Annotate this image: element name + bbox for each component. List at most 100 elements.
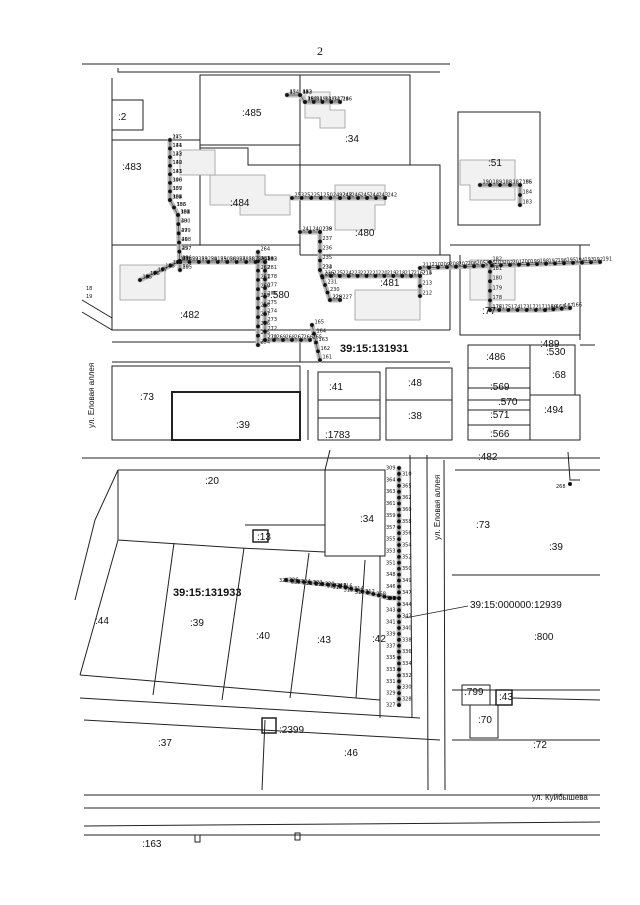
survey-point-label: 174 bbox=[511, 305, 521, 311]
survey-point bbox=[290, 196, 294, 200]
survey-point bbox=[328, 298, 332, 302]
survey-point bbox=[308, 230, 312, 234]
survey-point-label: 162 bbox=[321, 346, 331, 352]
parcel-boundary bbox=[459, 255, 580, 336]
survey-point bbox=[376, 593, 381, 598]
survey-point-label: 351 bbox=[386, 560, 396, 566]
survey-point-label: 182 bbox=[493, 257, 503, 263]
survey-point bbox=[388, 596, 392, 600]
parcel-label: :43 bbox=[499, 692, 513, 703]
survey-point bbox=[543, 308, 547, 312]
survey-point-label: 294 bbox=[183, 257, 193, 263]
survey-point-label: 152 bbox=[303, 90, 313, 96]
survey-point-label: 31 bbox=[316, 97, 322, 103]
survey-point-label: 180 bbox=[493, 276, 503, 282]
survey-point-label: 203 bbox=[495, 260, 505, 266]
survey-point-label: 143 bbox=[173, 152, 183, 158]
survey-point-label: 142 bbox=[173, 160, 183, 166]
survey-point-label: 327 bbox=[386, 703, 396, 709]
survey-point bbox=[481, 264, 485, 268]
survey-point-label: 144 bbox=[173, 143, 183, 149]
parcel-boundary bbox=[300, 164, 441, 255]
survey-point-label: 53 bbox=[201, 257, 207, 263]
parcel-label: :800 bbox=[534, 632, 554, 643]
parcel-label: :13 bbox=[257, 532, 271, 543]
survey-point-label: 276 bbox=[268, 291, 278, 297]
survey-point-label: 179 bbox=[493, 285, 503, 291]
survey-point bbox=[544, 261, 548, 266]
utility-route bbox=[177, 259, 313, 343]
page-number: 2 bbox=[317, 44, 323, 58]
survey-point-label: 48 bbox=[181, 219, 187, 225]
survey-point-label: 150 bbox=[308, 97, 318, 103]
survey-point-label: 189 bbox=[493, 180, 503, 186]
survey-point-label: 51 bbox=[183, 257, 189, 263]
parcel-label: :73 bbox=[476, 520, 490, 531]
survey-point-label: 262 bbox=[261, 265, 271, 271]
survey-point-label: 32 bbox=[334, 97, 340, 103]
survey-point bbox=[517, 262, 521, 267]
survey-point bbox=[263, 312, 267, 316]
survey-point-label: 364 bbox=[386, 477, 396, 483]
survey-point-label: 355 bbox=[386, 537, 396, 543]
survey-point bbox=[518, 203, 522, 207]
parcel-label: :570 bbox=[498, 397, 518, 408]
survey-point-label: 194 bbox=[576, 257, 586, 263]
survey-point bbox=[409, 274, 413, 278]
survey-point bbox=[234, 260, 239, 264]
survey-point bbox=[397, 632, 401, 636]
survey-point bbox=[263, 286, 267, 290]
survey-point bbox=[472, 264, 476, 269]
survey-point-label: 212 bbox=[423, 291, 433, 297]
parcel-label: :40 bbox=[256, 631, 270, 642]
parcel-boundary bbox=[567, 451, 580, 481]
survey-point bbox=[508, 183, 512, 187]
survey-point bbox=[488, 279, 492, 284]
survey-point-label: 42 bbox=[303, 90, 309, 96]
survey-point-label: 250 bbox=[323, 193, 333, 199]
survey-point-label: 52 bbox=[192, 257, 198, 263]
survey-point bbox=[256, 324, 260, 329]
survey-point-label: 47 bbox=[181, 228, 187, 234]
survey-point-label: 344 bbox=[402, 602, 412, 608]
survey-point bbox=[397, 477, 401, 482]
survey-point-label: 295 bbox=[183, 265, 193, 271]
survey-point-label: 268 bbox=[556, 484, 566, 490]
parcel-label: :43 bbox=[317, 635, 331, 646]
parcel-boundary bbox=[74, 469, 119, 601]
survey-point bbox=[418, 266, 422, 270]
survey-point-label: 333 bbox=[386, 667, 396, 673]
parcel-label: :72 bbox=[533, 740, 547, 751]
survey-point bbox=[397, 626, 401, 630]
survey-point bbox=[397, 507, 401, 512]
survey-point bbox=[397, 489, 401, 494]
survey-point-label: 334 bbox=[402, 661, 412, 667]
survey-point-label: 288 bbox=[239, 257, 249, 263]
survey-point bbox=[383, 196, 387, 200]
survey-point-label: 343 bbox=[386, 608, 396, 614]
survey-point-label: 321 bbox=[303, 581, 313, 587]
survey-point-label: 284 bbox=[258, 257, 268, 263]
survey-point-label: 298 bbox=[182, 237, 192, 243]
survey-point-label: 352 bbox=[402, 554, 412, 560]
parcel-label: :51 bbox=[488, 158, 502, 169]
survey-point bbox=[397, 673, 401, 678]
block-number-label: 39:15:131931 bbox=[340, 343, 409, 355]
survey-point-label: 302 bbox=[181, 210, 191, 216]
survey-point-label: 57 bbox=[239, 257, 245, 263]
parcel-label: :20 bbox=[205, 476, 219, 487]
survey-point-label: 171 bbox=[538, 305, 548, 311]
survey-point bbox=[318, 230, 322, 234]
survey-point bbox=[397, 608, 401, 613]
survey-point-label: 163 bbox=[319, 337, 329, 343]
parcel-boundary bbox=[252, 529, 269, 543]
survey-point bbox=[445, 265, 449, 269]
survey-point bbox=[397, 596, 401, 600]
survey-point bbox=[397, 697, 401, 701]
survey-point-label: 259 bbox=[261, 293, 271, 299]
parcel-label: :530 bbox=[546, 347, 566, 358]
survey-point bbox=[312, 331, 316, 336]
survey-point-label: 56 bbox=[230, 257, 236, 263]
parcel-label: :480 bbox=[355, 228, 375, 239]
survey-point bbox=[397, 614, 401, 619]
